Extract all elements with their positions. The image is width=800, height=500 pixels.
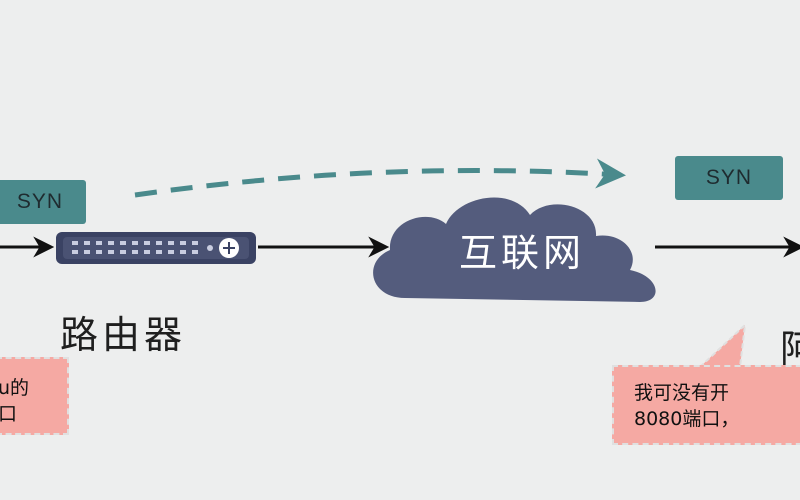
note-left: u的 口 <box>0 357 69 435</box>
syn-tag-right-text: SYN <box>705 166 753 189</box>
internet-cloud-shape <box>373 197 656 302</box>
internet-label: 互联网 <box>458 231 585 275</box>
router-icon <box>56 232 256 264</box>
note-right: 我可没有开 8080端口， <box>612 365 800 445</box>
syn-tag-left: SYN <box>0 180 86 224</box>
syn-tag-right: SYN <box>675 156 783 200</box>
note-right-line-1: 我可没有开 <box>634 382 730 404</box>
syn-tag-left-text: SYN <box>16 190 64 213</box>
note-right-tail <box>697 322 747 368</box>
note-left-line-1: u的 <box>0 377 30 399</box>
dashed-syn-arrow <box>134 158 626 198</box>
note-right-line-2: 8080端口， <box>634 408 740 430</box>
right-node-label: 阿 <box>780 327 800 371</box>
note-left-line-2: 口 <box>0 403 18 425</box>
router-label: 路由器 <box>60 313 187 357</box>
